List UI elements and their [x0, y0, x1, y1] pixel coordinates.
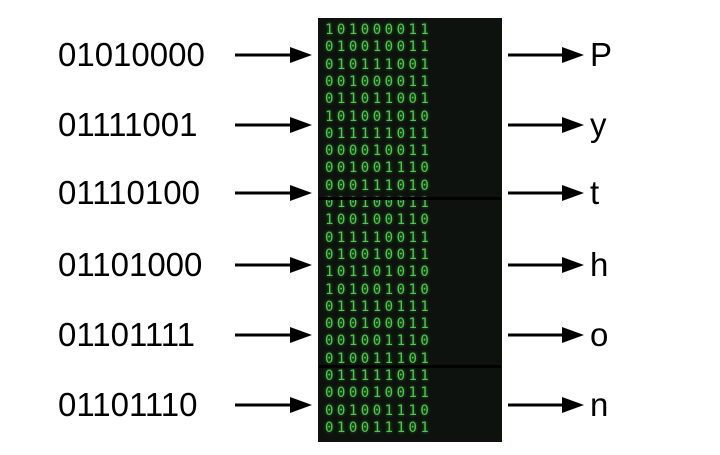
matrix-line-3: 001000011 — [325, 73, 433, 90]
arrow-in-1 — [235, 117, 312, 133]
matrix-line-16: 011110111 — [325, 298, 433, 315]
matrix-line-11: 100100110 — [325, 212, 433, 229]
decoded-char-5: n — [590, 386, 609, 423]
arrow-out-1 — [508, 117, 584, 133]
arrow-out-2 — [508, 185, 584, 201]
matrix-line-5: 101001010 — [325, 108, 433, 125]
matrix-line-18: 001001110 — [325, 333, 433, 350]
decoded-char-4: o — [590, 316, 609, 353]
matrix-line-4: 011011001 — [325, 91, 433, 108]
matrix-line-2: 010111001 — [325, 56, 433, 73]
matrix-line-19: 010011101 — [325, 350, 433, 367]
binary-value-3: 01101000 — [58, 246, 203, 283]
binary-value-2: 01110100 — [58, 174, 200, 211]
matrix-line-9: 000111010 — [325, 177, 433, 194]
matrix-line-0: 101000011 — [325, 22, 433, 38]
arrow-in-5 — [235, 397, 312, 413]
arrow-in-2 — [235, 185, 312, 201]
matrix-line-8: 001001110 — [325, 160, 433, 177]
arrow-out-3 — [508, 257, 584, 273]
arrow-in-0 — [235, 47, 312, 63]
matrix-separator-0 — [319, 197, 501, 200]
matrix-line-15: 101001010 — [325, 281, 433, 298]
decoded-char-0: P — [590, 36, 613, 73]
matrix-line-21: 000010011 — [325, 385, 433, 402]
matrix-line-7: 000010011 — [325, 143, 433, 160]
matrix-line-22: 001001110 — [325, 402, 433, 419]
matrix-separator-1 — [319, 365, 501, 368]
binary-value-0: 01010000 — [58, 36, 205, 73]
binary-value-5: 01101110 — [58, 386, 198, 423]
matrix-line-1: 010010011 — [325, 39, 433, 56]
matrix-line-6: 011111011 — [325, 125, 433, 142]
binary-value-1: 01111001 — [58, 106, 198, 143]
arrow-out-0 — [508, 47, 584, 63]
matrix-line-14: 101101010 — [325, 264, 433, 281]
matrix-line-17: 000100011 — [325, 316, 433, 333]
arrow-in-3 — [235, 257, 312, 273]
decoded-char-1: y — [590, 106, 607, 143]
matrix-line-20: 011111011 — [325, 368, 433, 384]
binary-value-4: 01101111 — [58, 316, 196, 353]
arrow-out-4 — [508, 327, 584, 343]
arrow-out-5 — [508, 397, 584, 413]
matrix-line-23: 010011101 — [325, 419, 433, 436]
matrix-line-12: 011110011 — [325, 229, 433, 246]
arrow-in-4 — [235, 327, 312, 343]
decoded-char-3: h — [590, 246, 609, 283]
decoded-char-2: t — [590, 174, 600, 211]
matrix-line-13: 010010011 — [325, 246, 433, 263]
